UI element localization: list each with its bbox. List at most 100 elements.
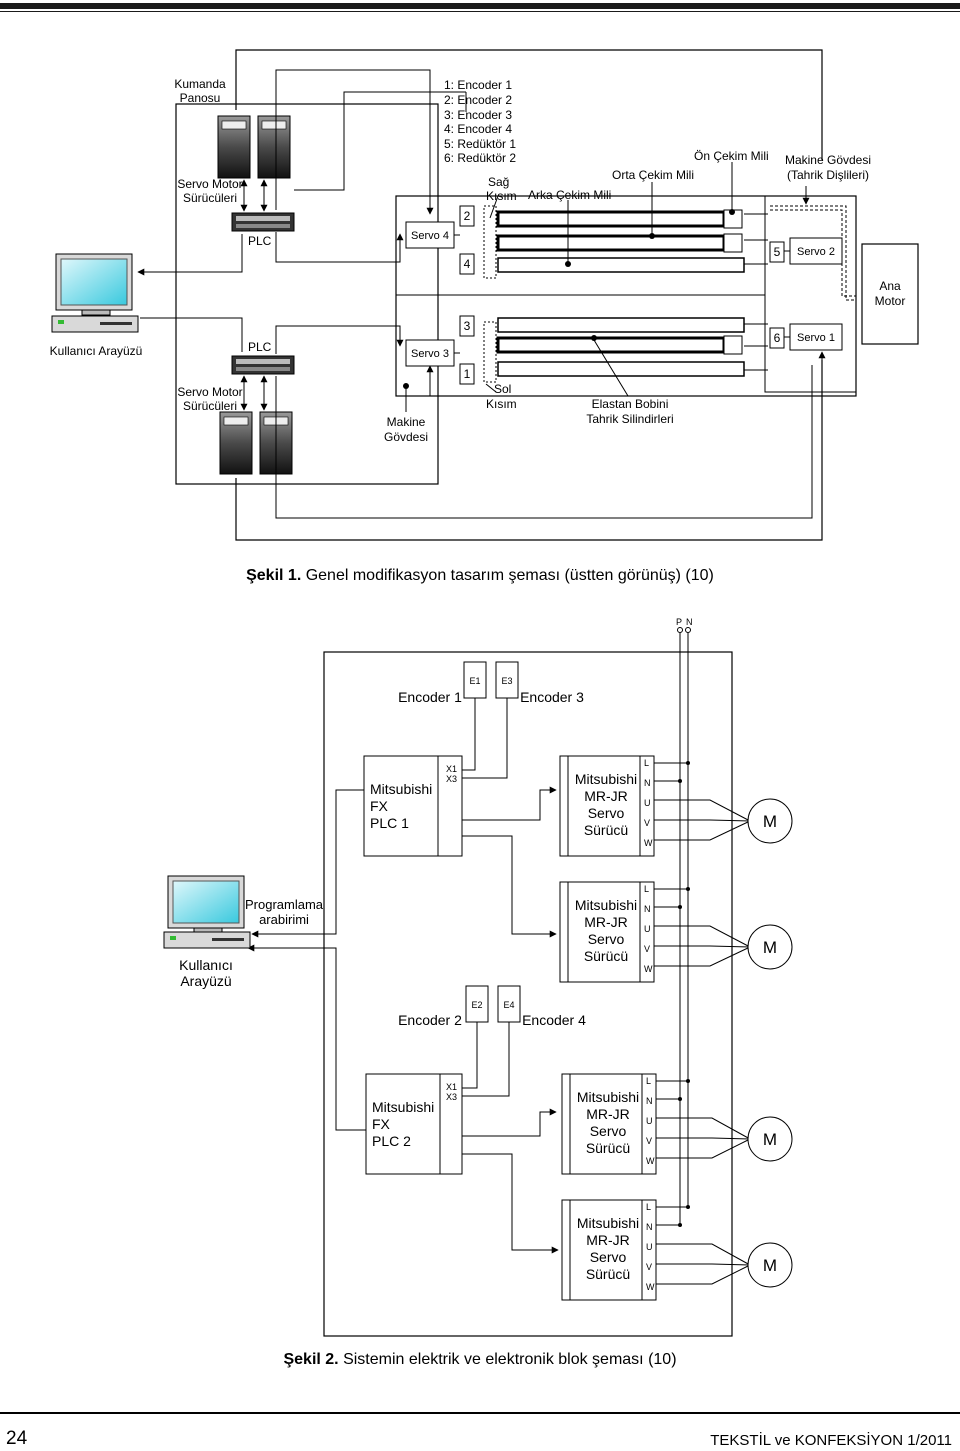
label-p: P xyxy=(676,617,682,627)
label-servo3: Servo 3 xyxy=(411,348,449,360)
terminal-label: W xyxy=(644,838,653,848)
label-sol-1: Sol xyxy=(494,382,511,396)
footer-rule xyxy=(0,1412,960,1414)
header-rule-thin xyxy=(0,11,960,12)
label-n6: 6 xyxy=(774,331,781,345)
terminal-label: U xyxy=(644,798,651,808)
label-sag-2: Kısım xyxy=(486,189,517,203)
servo-drive-cabinets-top xyxy=(217,115,291,179)
terminal-label: L xyxy=(644,758,649,768)
motor-label: M xyxy=(763,1256,777,1275)
control-panel-box xyxy=(175,103,439,485)
figure-1-caption-label: Şekil 1. xyxy=(246,567,302,584)
label-govde-top-2: (Tahrik Dişlileri) xyxy=(787,168,869,182)
servo-drive-text: MR-JR xyxy=(586,1106,630,1122)
header-rule xyxy=(0,3,960,9)
terminal-label: L xyxy=(646,1202,651,1212)
servo-drive-text: Mitsubishi xyxy=(577,1089,639,1105)
servo-drive-cabinets-bottom xyxy=(219,411,293,475)
legend-item: 1: Encoder 1 xyxy=(444,78,512,92)
label-prog-1: Programlama xyxy=(245,897,324,912)
label-on: Ön Çekim Mili xyxy=(694,149,769,163)
motor-circle xyxy=(747,1116,793,1162)
label-n3: 3 xyxy=(464,319,471,333)
terminal-label: V xyxy=(644,818,650,828)
label-servo-motor-bot-1: Servo Motor xyxy=(177,385,242,399)
legend-list: 1: Encoder 1 2: Encoder 2 3: Encoder 3 4… xyxy=(444,78,516,165)
label-user-2: Arayüzü xyxy=(180,973,231,989)
label-servo1: Servo 1 xyxy=(797,332,835,344)
plc1-line3: PLC 1 xyxy=(370,815,409,831)
terminal-label: U xyxy=(644,924,651,934)
label-arka: Arka Çekim Mili xyxy=(528,188,611,202)
motor-label: M xyxy=(763,812,777,831)
legend-item: 5: Redüktör 1 xyxy=(444,137,516,151)
terminal-label: N xyxy=(644,904,651,914)
motor-circle xyxy=(747,924,793,970)
upper-rollers xyxy=(483,205,768,279)
servo-drive-text: Sürücü xyxy=(584,822,628,838)
terminal-label: N xyxy=(644,778,651,788)
label-servo2: Servo 2 xyxy=(797,246,835,258)
legend-item: 2: Encoder 2 xyxy=(444,93,512,107)
servo-drive-text: Mitsubishi xyxy=(575,897,637,913)
label-prog-2: arabirimi xyxy=(259,912,309,927)
label-govde-bot-1: Makine xyxy=(387,415,426,429)
label-servo-motor-bot-2: Sürücüleri xyxy=(183,399,237,413)
plc1-line2: FX xyxy=(370,798,389,814)
terminal-label: W xyxy=(646,1282,655,1292)
label-plc-bottom: PLC xyxy=(248,340,272,354)
motor-circle xyxy=(747,1242,793,1288)
label-e2: E2 xyxy=(471,1000,482,1010)
label-e3: E3 xyxy=(501,676,512,686)
label-e1: E1 xyxy=(469,676,480,686)
servo-drive-text: Sürücü xyxy=(586,1140,630,1156)
figure-2-caption: Şekil 2. Sistemin elektrik ve elektronik… xyxy=(0,1351,960,1369)
label-orta: Orta Çekim Mili xyxy=(612,168,694,182)
terminal-label: L xyxy=(644,884,649,894)
label-govde-top-1: Makine Gövdesi xyxy=(785,153,871,167)
servo-drive-text: MR-JR xyxy=(586,1232,630,1248)
label-kumanda-2: Panosu xyxy=(180,91,221,105)
terminal-label: V xyxy=(646,1136,652,1146)
terminal-label: N xyxy=(646,1096,653,1106)
figure-1-diagram: Kumanda Panosu Servo Motor Sürücüleri PL… xyxy=(50,49,919,541)
label-encoder1: Encoder 1 xyxy=(398,689,462,705)
label-encoder4: Encoder 4 xyxy=(522,1012,586,1028)
figure-1-caption-text: Genel modifikasyon tasarım şeması (üstte… xyxy=(301,567,714,584)
label-servo4: Servo 4 xyxy=(411,230,449,242)
terminal-label: N xyxy=(646,1222,653,1232)
plc-bottom-device xyxy=(231,355,295,375)
label-n: N xyxy=(686,617,693,627)
label-x3: X3 xyxy=(446,774,457,784)
terminal-label: W xyxy=(644,964,653,974)
servo-drive-text: MR-JR xyxy=(584,788,628,804)
label-ana-2: Motor xyxy=(875,294,906,308)
servo-drive-text: Servo xyxy=(588,805,625,821)
servo-drive-text: Sürücü xyxy=(586,1266,630,1282)
label-n2: 2 xyxy=(464,209,471,223)
label-elastan-1: Elastan Bobini xyxy=(592,397,669,411)
plc2-line3: PLC 2 xyxy=(372,1133,411,1149)
label-govde-bot-2: Gövdesi xyxy=(384,430,428,444)
label-user-interface: Kullanıcı Arayüzü xyxy=(50,344,143,358)
servo-drive-text: Sürücü xyxy=(584,948,628,964)
motor-label: M xyxy=(763,1130,777,1149)
plc2-line1: Mitsubishi xyxy=(372,1099,434,1115)
label-servo-motor-top-1: Servo Motor xyxy=(177,177,242,191)
label-sag-1: Sağ xyxy=(488,175,509,189)
servo-drive-text: MR-JR xyxy=(584,914,628,930)
label-kumanda-1: Kumanda xyxy=(174,77,226,91)
label-ana-1: Ana xyxy=(879,279,901,293)
journal-name: TEKSTİL ve KONFEKSİYON 1/2011 xyxy=(710,1432,952,1449)
label-plc-top: PLC xyxy=(248,234,272,248)
legend-item: 3: Encoder 3 xyxy=(444,108,512,122)
label-n1: 1 xyxy=(464,367,471,381)
servo-drive-text: Mitsubishi xyxy=(577,1215,639,1231)
terminal-label: U xyxy=(646,1116,653,1126)
page-number: 24 xyxy=(6,1428,28,1449)
label-elastan-2: Tahrik Silindirleri xyxy=(586,412,673,426)
label-sol-2: Kısım xyxy=(486,397,517,411)
